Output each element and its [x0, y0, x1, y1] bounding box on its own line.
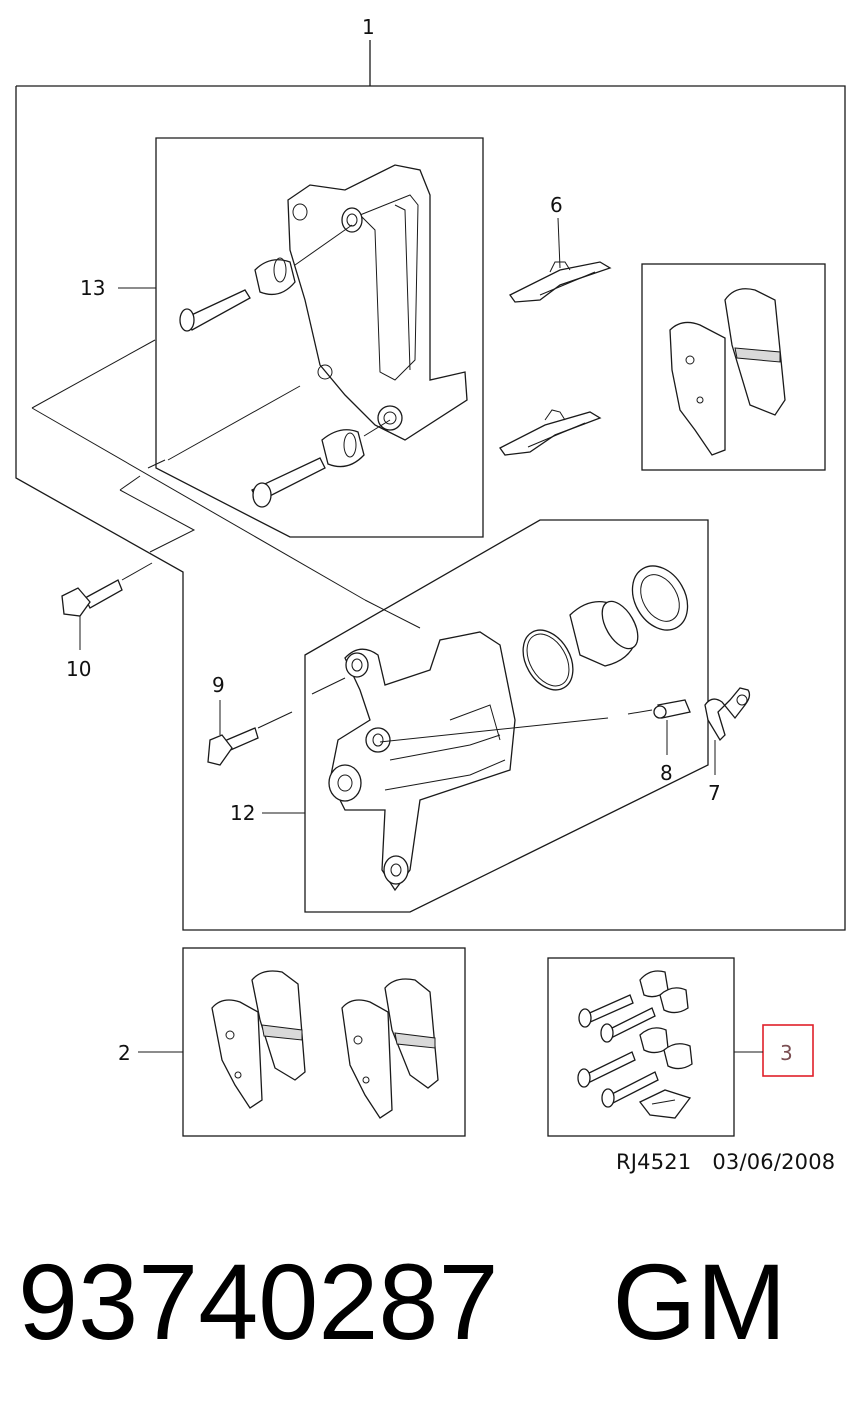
- leader-lines: [79, 217, 763, 1053]
- assembly-outline: [15, 40, 846, 931]
- callout-10: 10: [66, 657, 91, 681]
- guide-pin-3: [577, 1027, 669, 1088]
- part-number-heading: 93740287 GM: [18, 1248, 787, 1356]
- callout-6: 6: [550, 193, 563, 217]
- guide-pin-4: [601, 1043, 693, 1108]
- callout-9: 9: [212, 673, 225, 697]
- callout-7: 7: [708, 781, 721, 805]
- pad-set-box: [182, 947, 466, 1137]
- caliper-housing-group: [61, 519, 751, 913]
- callout-2: 2: [118, 1041, 131, 1065]
- callout-1: 1: [362, 15, 375, 39]
- carrier-bracket-group: [31, 137, 484, 629]
- callout-8: 8: [660, 761, 673, 785]
- diagram-reference: RJ4521 03/06/2008: [616, 1150, 835, 1174]
- callout-3-highlight: [762, 1024, 814, 1077]
- reference-code: RJ4521: [616, 1150, 692, 1174]
- anti-rattle-clips: [499, 261, 612, 456]
- guide-pin-1: [578, 994, 634, 1028]
- grease-sachet: [638, 1089, 692, 1119]
- part-number: 93740287: [18, 1241, 499, 1362]
- guide-pin-kit-box: [547, 957, 735, 1137]
- part-brand: GM: [612, 1241, 787, 1362]
- brake-caliper-exploded-diagram: 1 13 6 10 9 12 8 7 2 3: [15, 15, 846, 1137]
- callout-labels: 1 13 6 10 9 12 8 7 2 3: [66, 15, 793, 1065]
- guide-pin-2: [600, 987, 689, 1043]
- reference-date: 03/06/2008: [712, 1150, 836, 1174]
- callout-3: 3: [780, 1041, 793, 1065]
- callout-13: 13: [80, 276, 105, 300]
- callout-12: 12: [230, 801, 255, 825]
- pad-box-upper: [641, 263, 826, 471]
